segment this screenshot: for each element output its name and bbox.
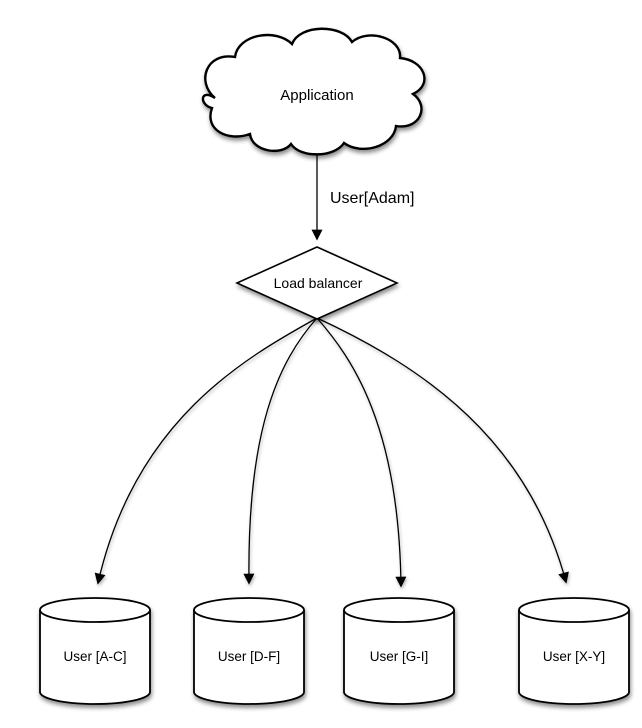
- shard-cylinder-3: [343, 597, 455, 705]
- edge-loadbalancer-to-shard-3: [316, 317, 407, 588]
- edge-user-adam-label: User[Adam]: [330, 190, 414, 207]
- application-label: Application: [280, 87, 353, 104]
- edges-layer: [94, 150, 569, 588]
- edge-loadbalancer-to-shard-2: [243, 317, 318, 585]
- application-cloud: [201, 27, 426, 156]
- shard-cylinder-1: [39, 597, 151, 705]
- labels-layer: Application User[Adam] Load balancer Use…: [63, 87, 605, 664]
- shard-cylinder-2: [193, 597, 305, 705]
- shard-label-2: User [D-F]: [218, 649, 280, 664]
- shard-label-1: User [A-C]: [63, 649, 126, 664]
- shard-label-3: User [G-I]: [370, 649, 429, 664]
- edge-loadbalancer-to-shard-4: [316, 317, 569, 584]
- edge-loadbalancer-to-shard-1: [94, 317, 318, 585]
- shard-cylinder-4: [518, 597, 630, 705]
- load-balancer-label: Load balancer: [274, 275, 363, 291]
- shard-label-4: User [X-Y]: [543, 649, 605, 664]
- load-balancer-diamond: [235, 246, 399, 320]
